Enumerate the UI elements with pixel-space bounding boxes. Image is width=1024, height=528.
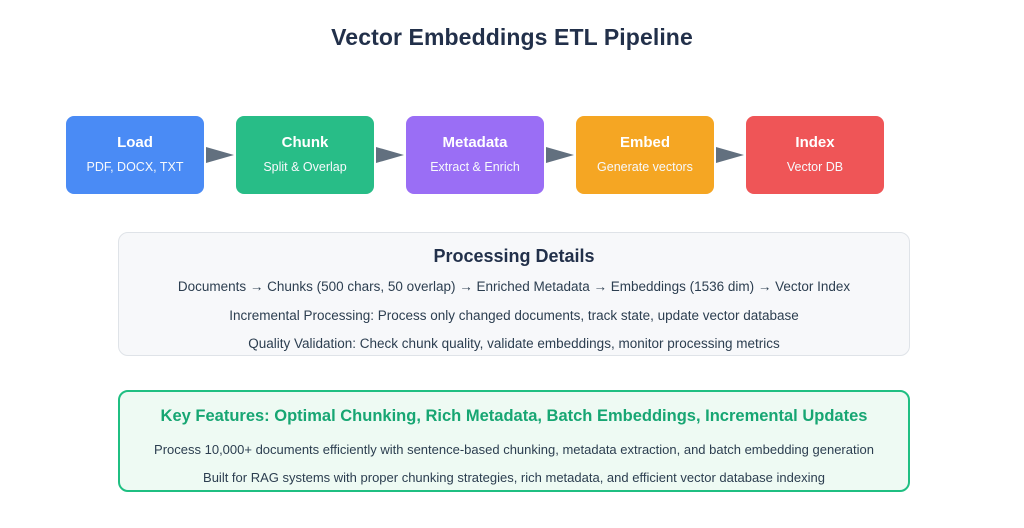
stage-title: Load [117, 134, 153, 152]
pipeline-flow: Load PDF, DOCX, TXT Chunk Split & Overla… [66, 115, 958, 195]
stage-title: Chunk [281, 134, 329, 152]
stage-subtitle: Generate vectors [597, 159, 693, 174]
processing-details-panel: Processing Details Documents → Chunks (5… [118, 232, 910, 356]
pipeline-stage-metadata[interactable]: Metadata Extract & Enrich [406, 116, 544, 194]
stage-subtitle: Vector DB [786, 159, 844, 174]
arrow-right-triangle-icon [714, 143, 746, 167]
pipeline-stage-load[interactable]: Load PDF, DOCX, TXT [66, 116, 204, 194]
pipeline-stage-embed[interactable]: Embed Generate vectors [576, 116, 714, 194]
processing-details-heading: Processing Details [433, 246, 595, 266]
stage-title: Metadata [442, 134, 508, 152]
stage-subtitle: Extract & Enrich [430, 159, 520, 174]
arrow-right-triangle-icon [374, 143, 406, 167]
page-title: Vector Embeddings ETL Pipeline [331, 24, 693, 50]
arrow-right-triangle-icon [204, 143, 236, 167]
arrow-right-triangle-icon [544, 143, 576, 167]
pipeline-stage-index[interactable]: Index Vector DB [746, 116, 884, 194]
key-features-line: Built for RAG systems with proper chunki… [203, 470, 825, 485]
key-features-panel: Key Features: Optimal Chunking, Rich Met… [118, 390, 910, 492]
stage-subtitle: Split & Overlap [263, 159, 347, 174]
stage-title: Index [795, 134, 835, 152]
stage-subtitle: PDF, DOCX, TXT [86, 159, 184, 174]
key-features-heading: Key Features: Optimal Chunking, Rich Met… [160, 407, 868, 425]
processing-details-line: Incremental Processing: Process only cha… [229, 307, 799, 323]
processing-details-line: Documents → Chunks (500 chars, 50 overla… [177, 279, 851, 294]
stage-title: Embed [619, 134, 670, 152]
processing-details-line: Quality Validation: Check chunk quality,… [248, 336, 780, 351]
pipeline-stage-chunk[interactable]: Chunk Split & Overlap [236, 116, 374, 194]
key-features-line: Process 10,000+ documents efficiently wi… [154, 442, 874, 457]
